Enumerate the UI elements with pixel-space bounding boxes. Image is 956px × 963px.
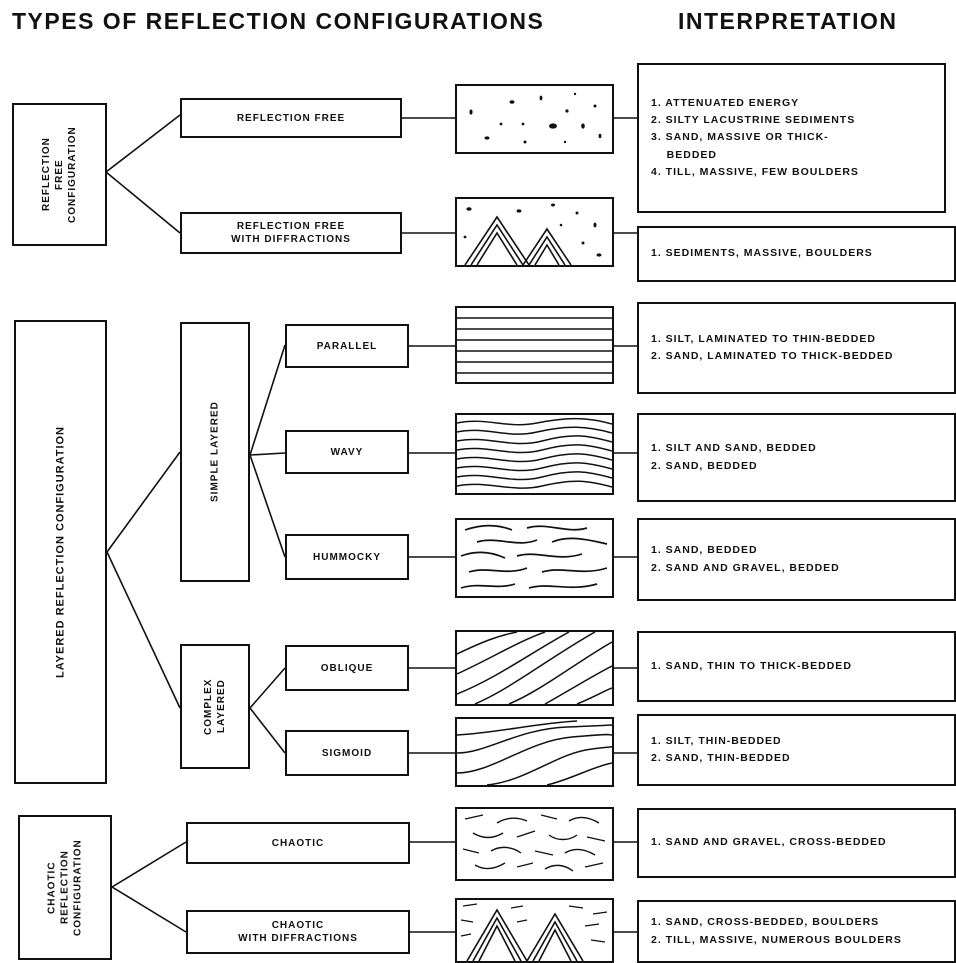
interpretation-sigmoid: 1. SILT, THIN-BEDDED 2. SAND, THIN-BEDDE…: [637, 714, 956, 786]
interpretation-oblique: 1. SAND, THIN TO THICK-BEDDED: [637, 631, 956, 702]
interpretation-line: 1. ATTENUATED ENERGY: [651, 96, 800, 109]
oblique-pattern: [455, 630, 614, 706]
complex-layered-box: COMPLEX LAYERED: [180, 644, 250, 769]
type-reflection-free: REFLECTION FREE: [180, 98, 402, 138]
interpretation-line: 1. SAND, CROSS-BEDDED, BOULDERS: [651, 916, 880, 929]
reflection-free-pattern: [455, 84, 614, 154]
interpretation-line: 1. SILT, THIN-BEDDED: [651, 734, 782, 747]
branch-line: [106, 551, 181, 709]
interpretation-reflection-free-diffractions: 1. SEDIMENTS, MASSIVE, BOULDERS: [637, 226, 956, 282]
interpretation-line: 3. SAND, MASSIVE OR THICK-: [651, 131, 829, 144]
chaotic-reflection-configuration-box: CHAOTIC REFLECTION CONFIGURATION: [18, 815, 112, 960]
interpretation-line: 2. SAND, THIN-BEDDED: [651, 752, 791, 764]
interpretation-line: 2. SAND AND GRAVEL, BEDDED: [651, 561, 840, 574]
interpretation-line: 2. SAND, LAMINATED TO THICK-BEDDED: [651, 350, 894, 362]
type-chaotic-with-diffractions: CHAOTIC WITH DIFFRACTIONS: [186, 910, 410, 954]
branch-line: [111, 886, 187, 933]
simple-layered-box: SIMPLE LAYERED: [180, 322, 250, 582]
type-sigmoid: SIGMOID: [285, 730, 409, 776]
branch-line: [105, 114, 181, 173]
types-heading: TYPES OF REFLECTION CONFIGURATIONS: [12, 8, 545, 34]
interpretation-line: BEDDED: [651, 148, 718, 161]
interpretation-line: 2. SAND, BEDDED: [651, 459, 758, 472]
interpretation-line: 1. SAND AND GRAVEL, CROSS-BEDDED: [651, 836, 887, 849]
layered-reflection-configuration-box: LAYERED REFLECTION CONFIGURATION: [14, 320, 107, 784]
interpretation-heading: INTERPRETATION: [678, 8, 898, 34]
interpretation-hummocky: 1. SAND, BEDDED 2. SAND AND GRAVEL, BEDD…: [637, 518, 956, 601]
type-hummocky: HUMMOCKY: [285, 534, 409, 580]
interpretation-line: 1. SILT, LAMINATED TO THIN-BEDDED: [651, 332, 876, 345]
branch-line: [249, 454, 286, 558]
type-reflection-free-with-diffractions: REFLECTION FREE WITH DIFFRACTIONS: [180, 212, 402, 254]
reflection-free-diffractions-pattern: [455, 197, 614, 267]
type-parallel: PARALLEL: [285, 324, 409, 368]
reflection-free-configuration-box: REFLECTION FREE CONFIGURATION: [12, 103, 107, 246]
interpretation-line: 1. SAND, BEDDED: [651, 544, 758, 557]
sigmoid-pattern: [455, 717, 614, 787]
chaotic-pattern: [455, 807, 614, 881]
wavy-pattern: [455, 413, 614, 495]
branch-line: [106, 451, 181, 553]
type-wavy: WAVY: [285, 430, 409, 474]
interpretation-line: 1. SAND, THIN TO THICK-BEDDED: [651, 659, 852, 672]
interpretation-chaotic-diffractions: 1. SAND, CROSS-BEDDED, BOULDERS 2. TILL,…: [637, 900, 956, 963]
interpretation-parallel: 1. SILT, LAMINATED TO THIN-BEDDED 2. SAN…: [637, 302, 956, 394]
interpretation-chaotic: 1. SAND AND GRAVEL, CROSS-BEDDED: [637, 808, 956, 878]
branch-line: [249, 707, 286, 754]
interpretation-reflection-free: 1. ATTENUATED ENERGY 2. SILTY LACUSTRINE…: [637, 63, 946, 213]
interpretation-line: 4. TILL, MASSIVE, FEW BOULDERS: [651, 165, 859, 178]
interpretation-line: 2. TILL, MASSIVE, NUMEROUS BOULDERS: [651, 933, 902, 946]
parallel-pattern: [455, 306, 614, 384]
interpretation-line: 2. SILTY LACUSTRINE SEDIMENTS: [651, 114, 856, 127]
type-oblique: OBLIQUE: [285, 645, 409, 691]
branch-line: [249, 452, 286, 456]
branch-line: [111, 841, 187, 888]
interpretation-line: 1. SEDIMENTS, MASSIVE, BOULDERS: [651, 247, 873, 260]
branch-line: [249, 344, 286, 456]
branch-line: [249, 667, 286, 709]
type-chaotic: CHAOTIC: [186, 822, 410, 864]
chaotic-diffractions-pattern: [455, 898, 614, 963]
interpretation-wavy: 1. SILT AND SAND, BEDDED 2. SAND, BEDDED: [637, 413, 956, 502]
interpretation-line: 1. SILT AND SAND, BEDDED: [651, 442, 817, 455]
branch-line: [105, 171, 181, 234]
hummocky-pattern: [455, 518, 614, 598]
